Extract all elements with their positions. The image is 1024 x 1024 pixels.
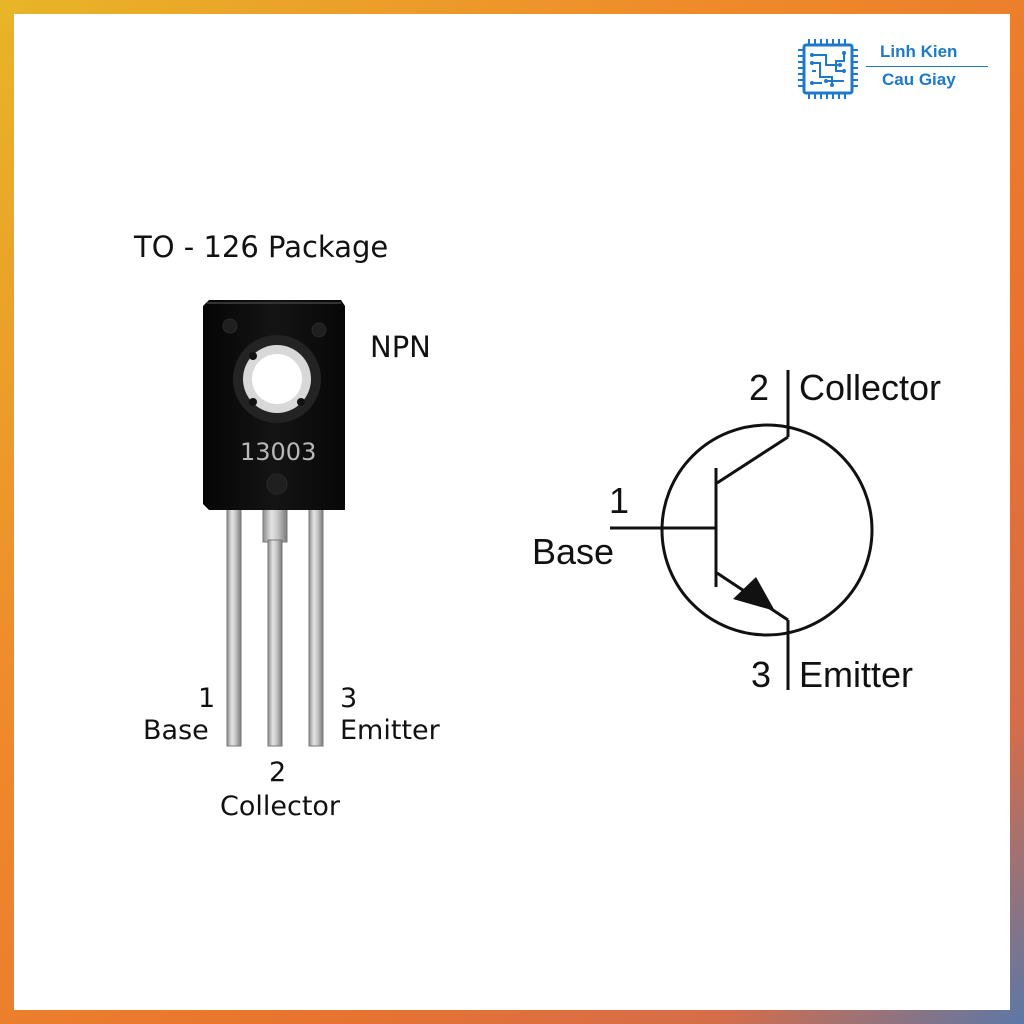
to126-package-photo [203,300,345,747]
transistor-type: NPN [370,330,431,364]
lead-collector [262,507,288,747]
schematic-emitter-number: 3 [751,654,772,695]
schematic-emitter-name: Emitter [799,654,914,695]
pin-name-base: Base [143,715,209,746]
schematic-collector-name: Collector [799,367,942,408]
lead-base [226,505,242,747]
package-marking: 13003 [240,438,317,466]
schematic-base-name: Base [532,531,615,572]
brand-divider [866,66,988,67]
lead-emitter [308,505,324,747]
pin-name-collector: Collector [220,791,341,822]
npn-transistor-symbol [610,370,874,690]
brand-name-line1: Linh Kien [880,42,958,61]
symbol-envelope-circle [660,423,874,637]
pin-number-emitter: 3 [340,683,358,714]
collector-diagonal [716,435,789,485]
schematic-base-number: 1 [609,480,630,521]
image-canvas [14,14,1010,1010]
emitter-arrow-icon [733,577,775,611]
pin-number-base: 1 [198,683,216,714]
package-title: TO - 126 Package [134,230,389,264]
brand-name-line2: Cau Giay [882,70,956,89]
schematic-collector-number: 2 [749,367,770,408]
chip-icon [798,39,858,99]
pin-name-emitter: Emitter [340,715,440,746]
pin-number-collector: 2 [269,757,287,788]
